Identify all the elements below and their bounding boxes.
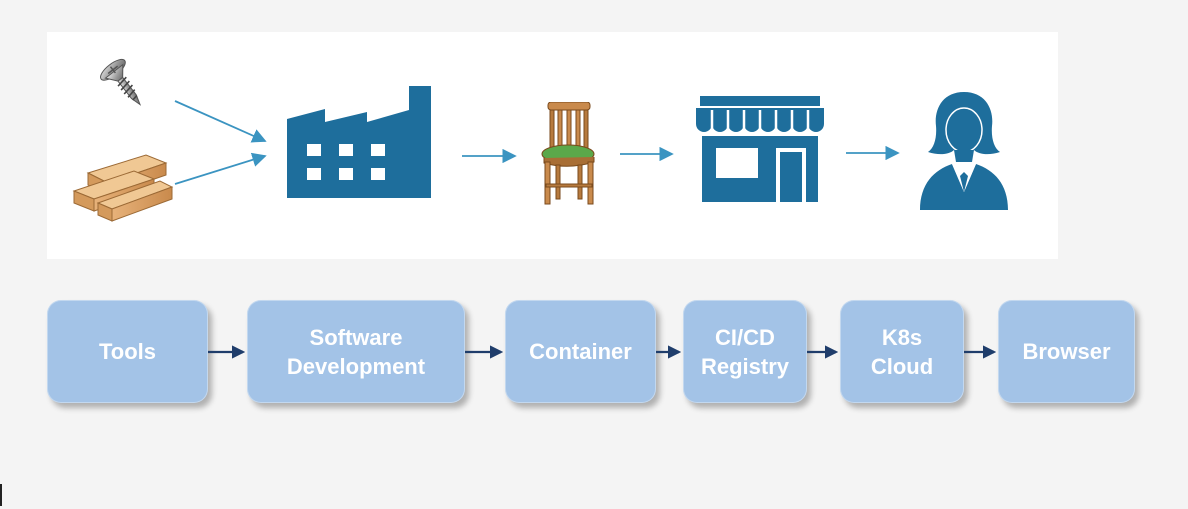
customer-icon	[920, 92, 1008, 210]
stage-label: Tools	[98, 339, 157, 364]
stage-label: CI/CD Registry	[700, 324, 790, 379]
stage-browser: Browser	[998, 300, 1135, 403]
screw-icon	[100, 58, 142, 106]
chair-icon	[541, 102, 595, 205]
stage-label: K8s Cloud	[870, 324, 934, 379]
stage-label: Container	[529, 339, 632, 364]
stage-label: Browser	[1022, 339, 1111, 364]
factory-icon	[287, 86, 431, 198]
screw-to-factory-arrow	[174, 100, 267, 143]
stage-software-development: Software Development	[247, 300, 465, 403]
lumber-to-factory-arrow	[174, 152, 267, 185]
lumber-icon	[72, 154, 174, 222]
stage-ci-cd-registry: CI/CD Registry	[683, 300, 807, 403]
stage-container: Container	[505, 300, 656, 403]
stage-tools: Tools	[47, 300, 208, 403]
stage-label: Software Development	[286, 324, 426, 379]
text-cursor-mark	[0, 484, 2, 506]
store-icon	[696, 96, 824, 202]
stage-k8s-cloud: K8s Cloud	[840, 300, 964, 403]
